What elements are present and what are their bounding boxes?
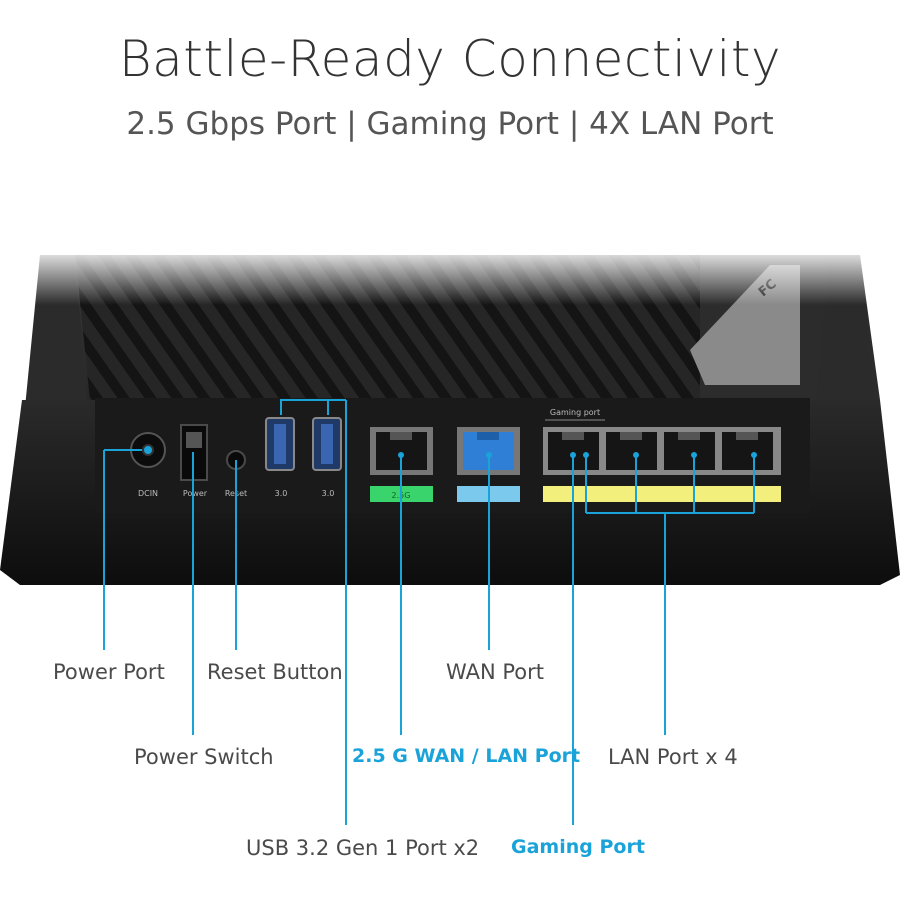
- lan-ports: [543, 427, 781, 475]
- gaming-port-panel-label: Gaming port: [550, 408, 600, 417]
- usb1-label: 3.0: [275, 489, 288, 498]
- reset-button-label: Reset Button: [207, 660, 343, 684]
- usb-ports-label: USB 3.2 Gen 1 Port x2: [246, 836, 480, 860]
- tag-lan: [543, 486, 781, 502]
- power-switch-label: Power Switch: [134, 745, 274, 769]
- page-title: Battle-Ready Connectivity: [118, 30, 782, 88]
- gaming-port-label: Gaming Port: [511, 836, 645, 858]
- wan-lan-2-5g-label: 2.5 G WAN / LAN Port: [352, 745, 581, 767]
- usb-port-2: [312, 417, 342, 471]
- power-label: Power: [183, 489, 208, 498]
- wan-port: [457, 427, 520, 475]
- power-port-label: Power Port: [53, 660, 165, 684]
- callout-lines: [103, 399, 755, 825]
- wan-port-label: WAN Port: [446, 660, 544, 684]
- usb2-label: 3.0: [322, 489, 335, 498]
- usb-port-1: [265, 417, 295, 471]
- page-subtitle: 2.5 Gbps Port | Gaming Port | 4X LAN Por…: [126, 106, 774, 142]
- dcin-label: DCIN: [138, 489, 158, 498]
- lan-port-x4-label: LAN Port x 4: [608, 745, 738, 769]
